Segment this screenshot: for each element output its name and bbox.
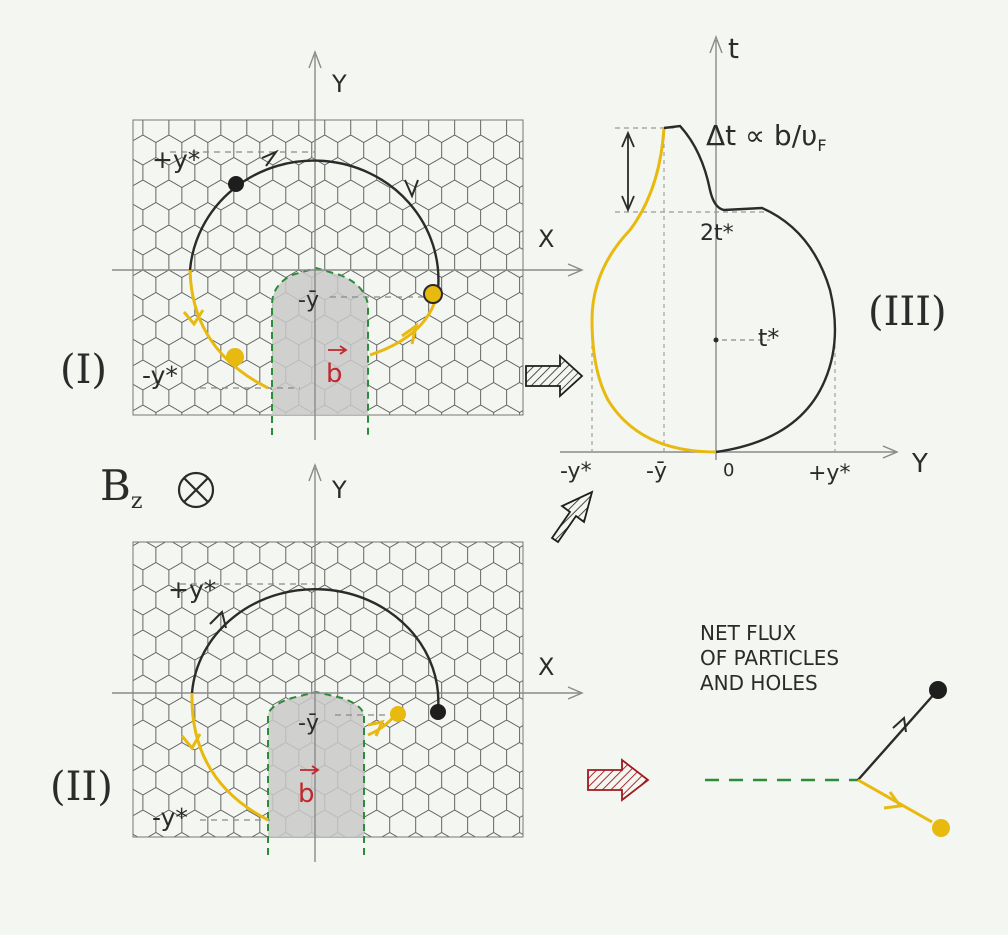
panel-ii-y-label: Y [331,476,347,504]
panel-i-defect-region [272,268,368,415]
panel-i-minus-y-bar: -ȳ [298,288,319,313]
panel-i-minus-y-star: -y* [142,361,178,390]
panel-i-label: (I) [60,347,107,393]
panel-ii-minus-y-bar: -ȳ [298,711,319,736]
panel-iii-label: (III) [868,289,947,335]
arrow-ii-to-flux [587,758,650,802]
panel-iii-tick-plus-y-star: +y* [808,461,850,486]
panel-iii: t Y Δt ∝ b/υF 2t* t* -y* -ȳ 0 +y* (III) [560,32,947,486]
panel-iii-tick-minus-y-bar: -ȳ [646,459,667,484]
magnetic-field-label: Bz [100,461,215,514]
field-label: Bz [100,461,142,514]
panel-iii-delta-t: Δt ∝ b/υF [706,119,827,155]
panel-i: X Y +y* -y* -ȳ b (I) [60,50,584,440]
net-flux-section: NET FLUX OF PARTICLES AND HOLES [700,621,950,837]
panel-i-b-label: b [326,359,343,389]
panel-ii-defect-region [268,692,364,837]
panel-ii-particle-dot [430,704,446,720]
panel-ii-defect-boundary [267,690,365,855]
net-flux-line-3: AND HOLES [700,671,818,695]
panel-ii-x-label: X [538,653,554,681]
net-flux-hole-dot [932,819,950,837]
panel-ii: X Y +y* -y* -ȳ b (II) [50,463,584,862]
panel-i-y-label: Y [331,70,347,98]
panel-ii-label: (II) [50,764,113,810]
arrow-to-axis [550,490,594,544]
panel-iii-two-t-star: 2t* [700,221,734,246]
panel-iii-curve-particle [663,124,837,454]
net-flux-line-1: NET FLUX [700,621,796,645]
panel-iii-curve-hole [590,127,717,454]
panel-iii-t-star: t* [758,324,779,352]
panel-iii-y-label: Y [911,449,928,479]
panel-ii-b-label: b [298,779,315,809]
field-into-page-icon [177,471,215,509]
panel-iii-t-label: t [728,32,739,65]
panel-i-orbit-hole-left [188,269,269,390]
panel-i-orbit-particle [188,159,440,291]
panel-i-hole-dot-2 [226,348,244,366]
panel-i-hole-dot [423,284,443,304]
panel-i-x-label: X [538,225,554,253]
panel-i-particle-dot [228,176,244,192]
net-flux-particle-track [857,691,937,781]
arrow-i-to-iii [525,353,584,399]
net-flux-particle-dot [929,681,947,699]
panel-ii-minus-y-star: -y* [152,803,188,832]
panel-ii-orbit-particle [190,587,440,711]
panel-i-plus-y-star: +y* [152,145,200,174]
net-flux-line-2: OF PARTICLES [700,646,839,670]
panel-iii-tick-minus-y-star: -y* [560,459,592,484]
panel-ii-hole-dot [390,706,406,722]
panel-ii-orbit-hole-left [190,692,269,822]
panel-iii-tick-zero: 0 [723,460,734,481]
panel-i-defect-boundary [271,266,369,435]
panel-ii-plus-y-star: +y* [168,575,216,604]
